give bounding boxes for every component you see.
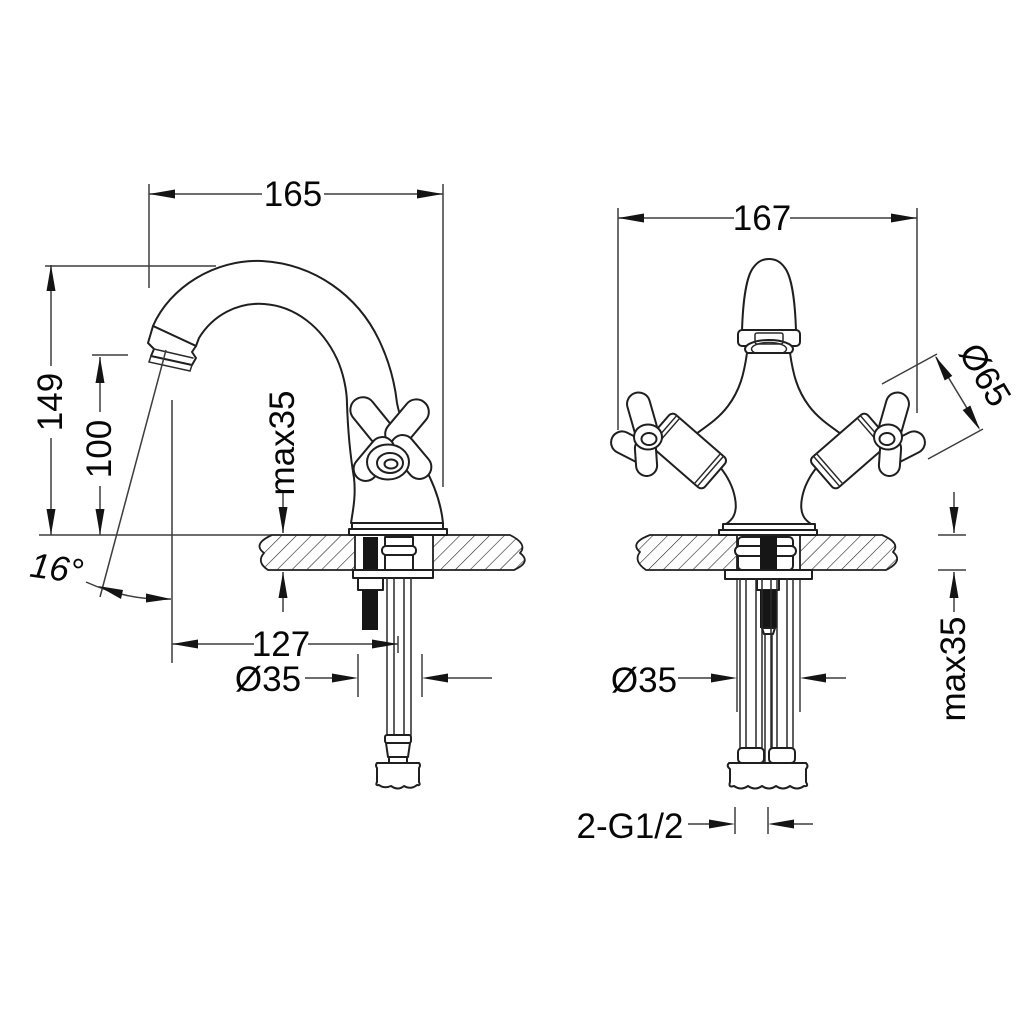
dim-overall-width-label: 167: [733, 199, 791, 238]
dim-hole-diameter-front-label: Ø35: [611, 661, 677, 700]
dim-inlet-threads: 2-G1/2: [577, 807, 813, 846]
dim-stream-angle-label: 16°: [28, 546, 86, 592]
front-spout-cone: [741, 258, 797, 332]
front-hoses: [726, 578, 809, 790]
side-stream-line: [99, 349, 167, 598]
dim-reach-to-axis: 127: [172, 625, 399, 664]
dim-deck-thickness-side-label: max35: [263, 390, 302, 495]
front-shank-assembly: [724, 536, 813, 763]
dim-deck-thickness-front-label: max35: [934, 616, 973, 721]
front-left-handle: [610, 391, 663, 477]
front-base-plate-lower: [718, 529, 818, 536]
dim-inlet-threads-label: 2-G1/2: [577, 807, 684, 846]
front-countertop-right: [799, 534, 899, 571]
dim-spout-reach: 165: [148, 175, 444, 487]
dim-deck-thickness-side: max35: [263, 390, 302, 612]
front-left-stem: [647, 412, 727, 490]
side-aerator: [147, 325, 197, 372]
dim-hole-diameter-side: Ø35: [235, 654, 492, 699]
front-view: 167 Ø65 max35 Ø35: [577, 199, 1019, 846]
dim-reach-to-axis-label: 127: [252, 625, 310, 664]
dim-overall-height: 149: [31, 265, 70, 535]
side-hose-nut: [375, 762, 421, 790]
dim-spout-height: 100: [80, 354, 128, 535]
front-countertop-left: [635, 534, 738, 571]
side-shank-assembly: [352, 536, 434, 630]
front-body-outline: [687, 352, 850, 525]
side-hose: [375, 577, 421, 790]
side-base-plate-lower: [348, 528, 448, 536]
dim-hole-diameter-front: Ø35: [611, 661, 846, 700]
dim-hole-diameter-side-label: Ø35: [235, 660, 301, 699]
side-countertop-right: [432, 534, 526, 571]
front-right-handle: [873, 391, 926, 477]
dim-handle-diameter: Ø65: [881, 337, 1019, 460]
dim-overall-height-label: 149: [31, 373, 70, 431]
dim-spout-reach-label: 165: [264, 175, 322, 214]
dim-handle-diameter-label: Ø65: [951, 337, 1019, 414]
dim-deck-thickness-front: max35: [934, 492, 973, 722]
dim-spout-height-label: 100: [80, 420, 119, 478]
side-handle-cross: [349, 396, 433, 482]
side-countertop-left: [258, 534, 356, 571]
side-view: 165 149 100 max35: [28, 175, 526, 790]
dim-overall-width: 167: [617, 199, 918, 430]
dim-stream-angle: 16°: [28, 546, 172, 603]
front-hose-nut: [726, 762, 809, 790]
